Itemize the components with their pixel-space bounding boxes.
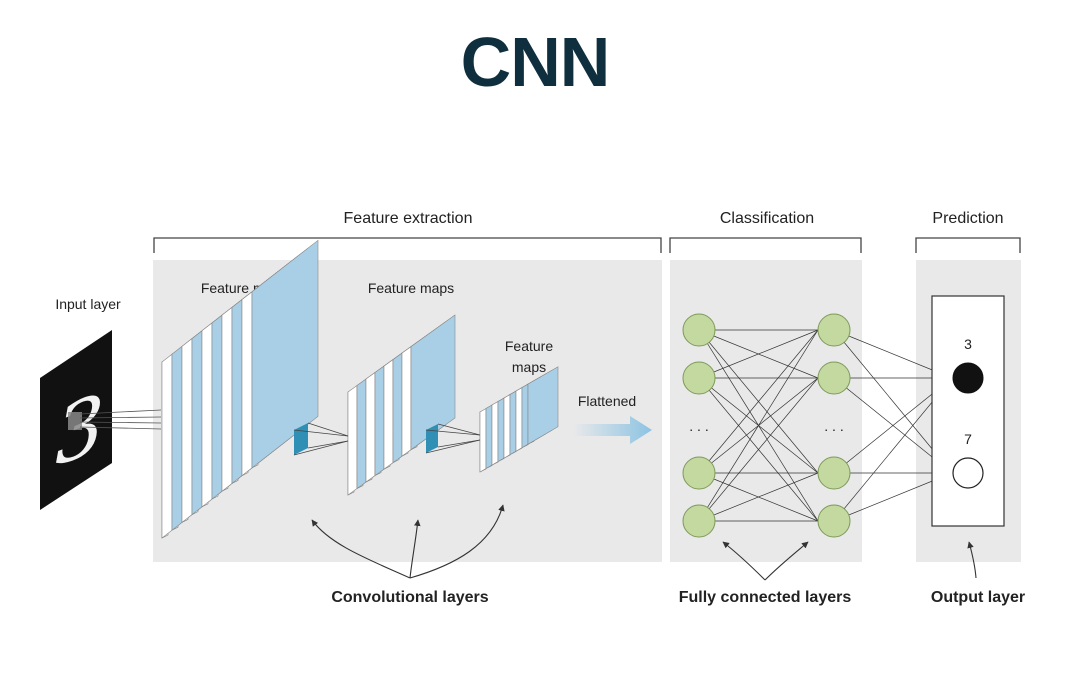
- output-layer-label: Output layer: [931, 589, 1025, 606]
- fc-arrow-left: [722, 541, 766, 581]
- fc-node: [682, 313, 716, 347]
- fc-layers-label: Fully connected layers: [679, 589, 852, 606]
- fc-ellipsis-left: . . .: [689, 418, 708, 434]
- fc-node: [817, 504, 851, 538]
- input-receptive-field: [68, 412, 82, 430]
- flattened-label: Flattened: [578, 393, 636, 409]
- fc-node: [817, 456, 851, 490]
- fc-edge: [698, 329, 819, 379]
- bracket-classification: [669, 237, 862, 253]
- fc-node: [682, 504, 716, 538]
- feature-maps-3-label-line2: maps: [512, 359, 546, 375]
- output-box: [931, 295, 1005, 527]
- fc-node: [682, 361, 716, 395]
- fc-edge: [698, 329, 819, 474]
- feature-maps-2-label: Feature maps: [368, 280, 454, 296]
- conv-arrow-1: [311, 519, 411, 579]
- fc-edges: [698, 329, 819, 522]
- input-layer-label: Input layer: [55, 296, 121, 312]
- feature-map: [527, 366, 559, 445]
- output-node-7: [952, 457, 984, 489]
- output-arrow: [967, 541, 977, 579]
- fc-edge: [698, 377, 819, 522]
- bracket-prediction: [915, 237, 1021, 253]
- conv-arrow-3: [409, 504, 505, 579]
- feature-maps-stack-1: [161, 239, 319, 539]
- flattened-arrow: [573, 416, 652, 444]
- conv-layers-label: Convolutional layers: [331, 589, 488, 606]
- fc-edge: [698, 329, 819, 522]
- fc-edge: [698, 472, 819, 522]
- input-projection-lines: [79, 409, 162, 430]
- output-node-3: [952, 362, 984, 394]
- fc-nodes: [682, 313, 851, 538]
- conv-kernel-1: [293, 422, 349, 456]
- section-classification: Classification: [720, 210, 814, 227]
- conv-kernel-2: [425, 423, 481, 454]
- fc-node: [817, 361, 851, 395]
- output-label-3: 3: [964, 336, 972, 352]
- feature-map: [410, 314, 456, 451]
- section-prediction: Prediction: [932, 210, 1003, 227]
- bracket-feature-extraction: [153, 237, 662, 253]
- page-title: CNN: [460, 23, 611, 101]
- feature-maps-stack-2: [347, 314, 456, 496]
- feature-map: [251, 239, 319, 469]
- fc-arrow-right: [764, 541, 809, 581]
- output-label-7: 7: [964, 431, 972, 447]
- fc-node: [682, 456, 716, 490]
- feature-maps-3-label-line1: Feature: [505, 338, 553, 354]
- fc-ellipsis-right: . . .: [824, 418, 843, 434]
- section-feature-extraction: Feature extraction: [344, 210, 473, 227]
- feature-maps-stack-3: [479, 366, 559, 473]
- conv-arrow-2: [409, 519, 421, 579]
- fc-node: [817, 313, 851, 347]
